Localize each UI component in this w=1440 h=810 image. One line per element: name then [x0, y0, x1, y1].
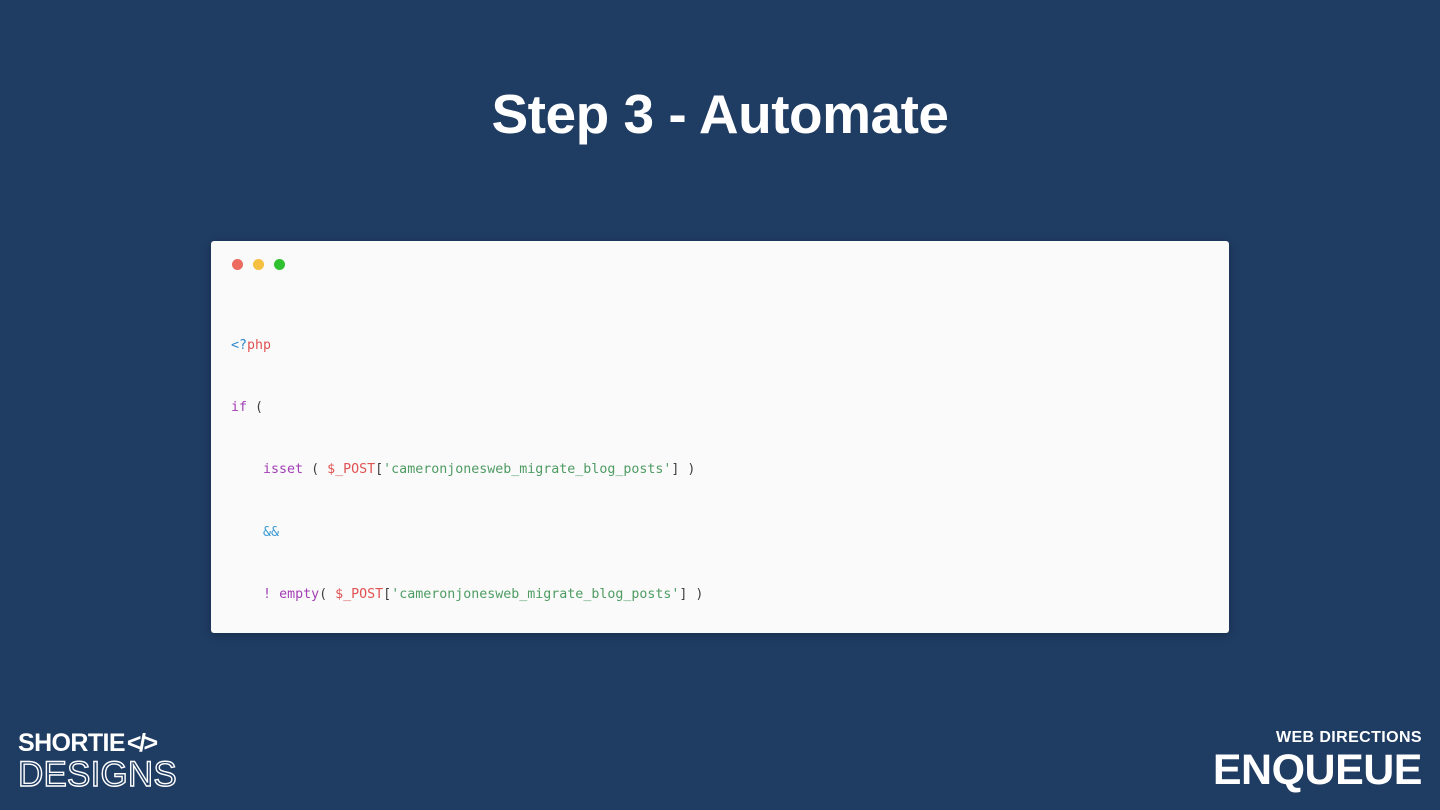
shortie-logo-line1: SHORTIE</> — [18, 731, 177, 756]
close-dot[interactable] — [232, 259, 243, 270]
window-controls — [232, 259, 285, 270]
code-slash-icon: </> — [126, 729, 158, 757]
enqueue-wordmark: ENQUEUE — [1212, 746, 1423, 794]
maximize-dot[interactable] — [274, 259, 285, 270]
designs-wordmark: DESIGNS — [17, 755, 177, 794]
code-line: if ( — [231, 399, 264, 415]
minimize-dot[interactable] — [253, 259, 264, 270]
code-line: <?php — [231, 337, 272, 353]
page-title: Step 3 - Automate — [491, 83, 949, 145]
code-line: && — [263, 524, 280, 540]
code-window-card: <?php if ( isset ( $_POST['cameronjonesw… — [211, 241, 1229, 633]
code-line: ! empty( $_POST['cameronjonesweb_migrate… — [263, 587, 704, 603]
shortie-designs-logo: SHORTIE</> DESIGNS — [17, 731, 177, 794]
code-line: isset ( $_POST['cameronjonesweb_migrate_… — [263, 462, 696, 478]
web-directions-enqueue-logo: WEB DIRECTIONS ENQUEUE — [1212, 729, 1423, 794]
web-directions-wordmark: WEB DIRECTIONS — [1275, 729, 1422, 746]
shortie-wordmark: SHORTIE — [18, 729, 126, 757]
code-block: <?php if ( isset ( $_POST['cameronjonesw… — [231, 294, 1229, 633]
